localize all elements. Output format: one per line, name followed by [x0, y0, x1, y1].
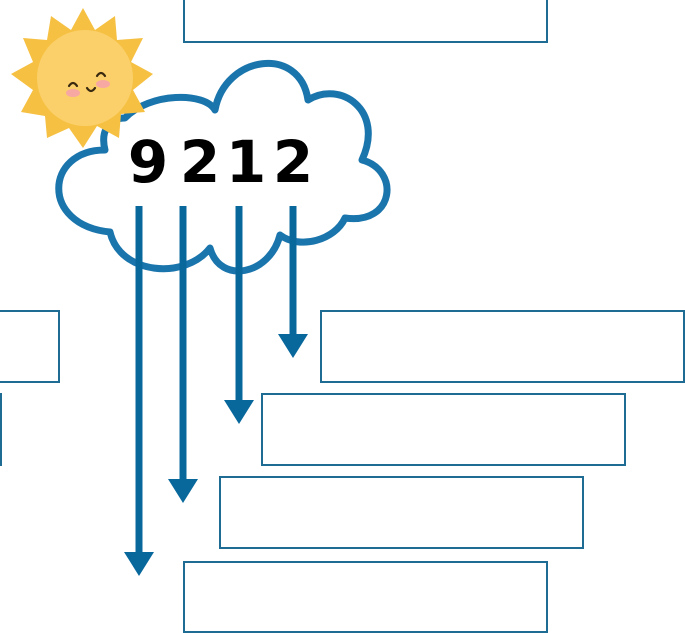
arrow-down-icon-tens: [224, 206, 254, 424]
answer-box-ones[interactable]: [320, 310, 685, 383]
arrow-down-icon-ones: [278, 206, 308, 358]
arrow-down-icon-hundreds: [168, 206, 198, 503]
answer-box-left-lower[interactable]: [0, 393, 2, 466]
digit-hundreds: 2: [180, 128, 220, 196]
arrow-down-icon-thousands: [124, 206, 154, 576]
number-digits: 9 2 1 2: [128, 128, 313, 196]
sun-icon: [11, 8, 153, 148]
digit-tens: 1: [226, 128, 266, 196]
answer-box-top[interactable]: [183, 0, 548, 43]
answer-box-hundreds[interactable]: [219, 476, 584, 549]
answer-box-left-upper[interactable]: [0, 310, 60, 383]
digit-thousands: 9: [128, 128, 168, 196]
digit-ones: 2: [273, 128, 313, 196]
answer-box-tens[interactable]: [261, 393, 626, 466]
